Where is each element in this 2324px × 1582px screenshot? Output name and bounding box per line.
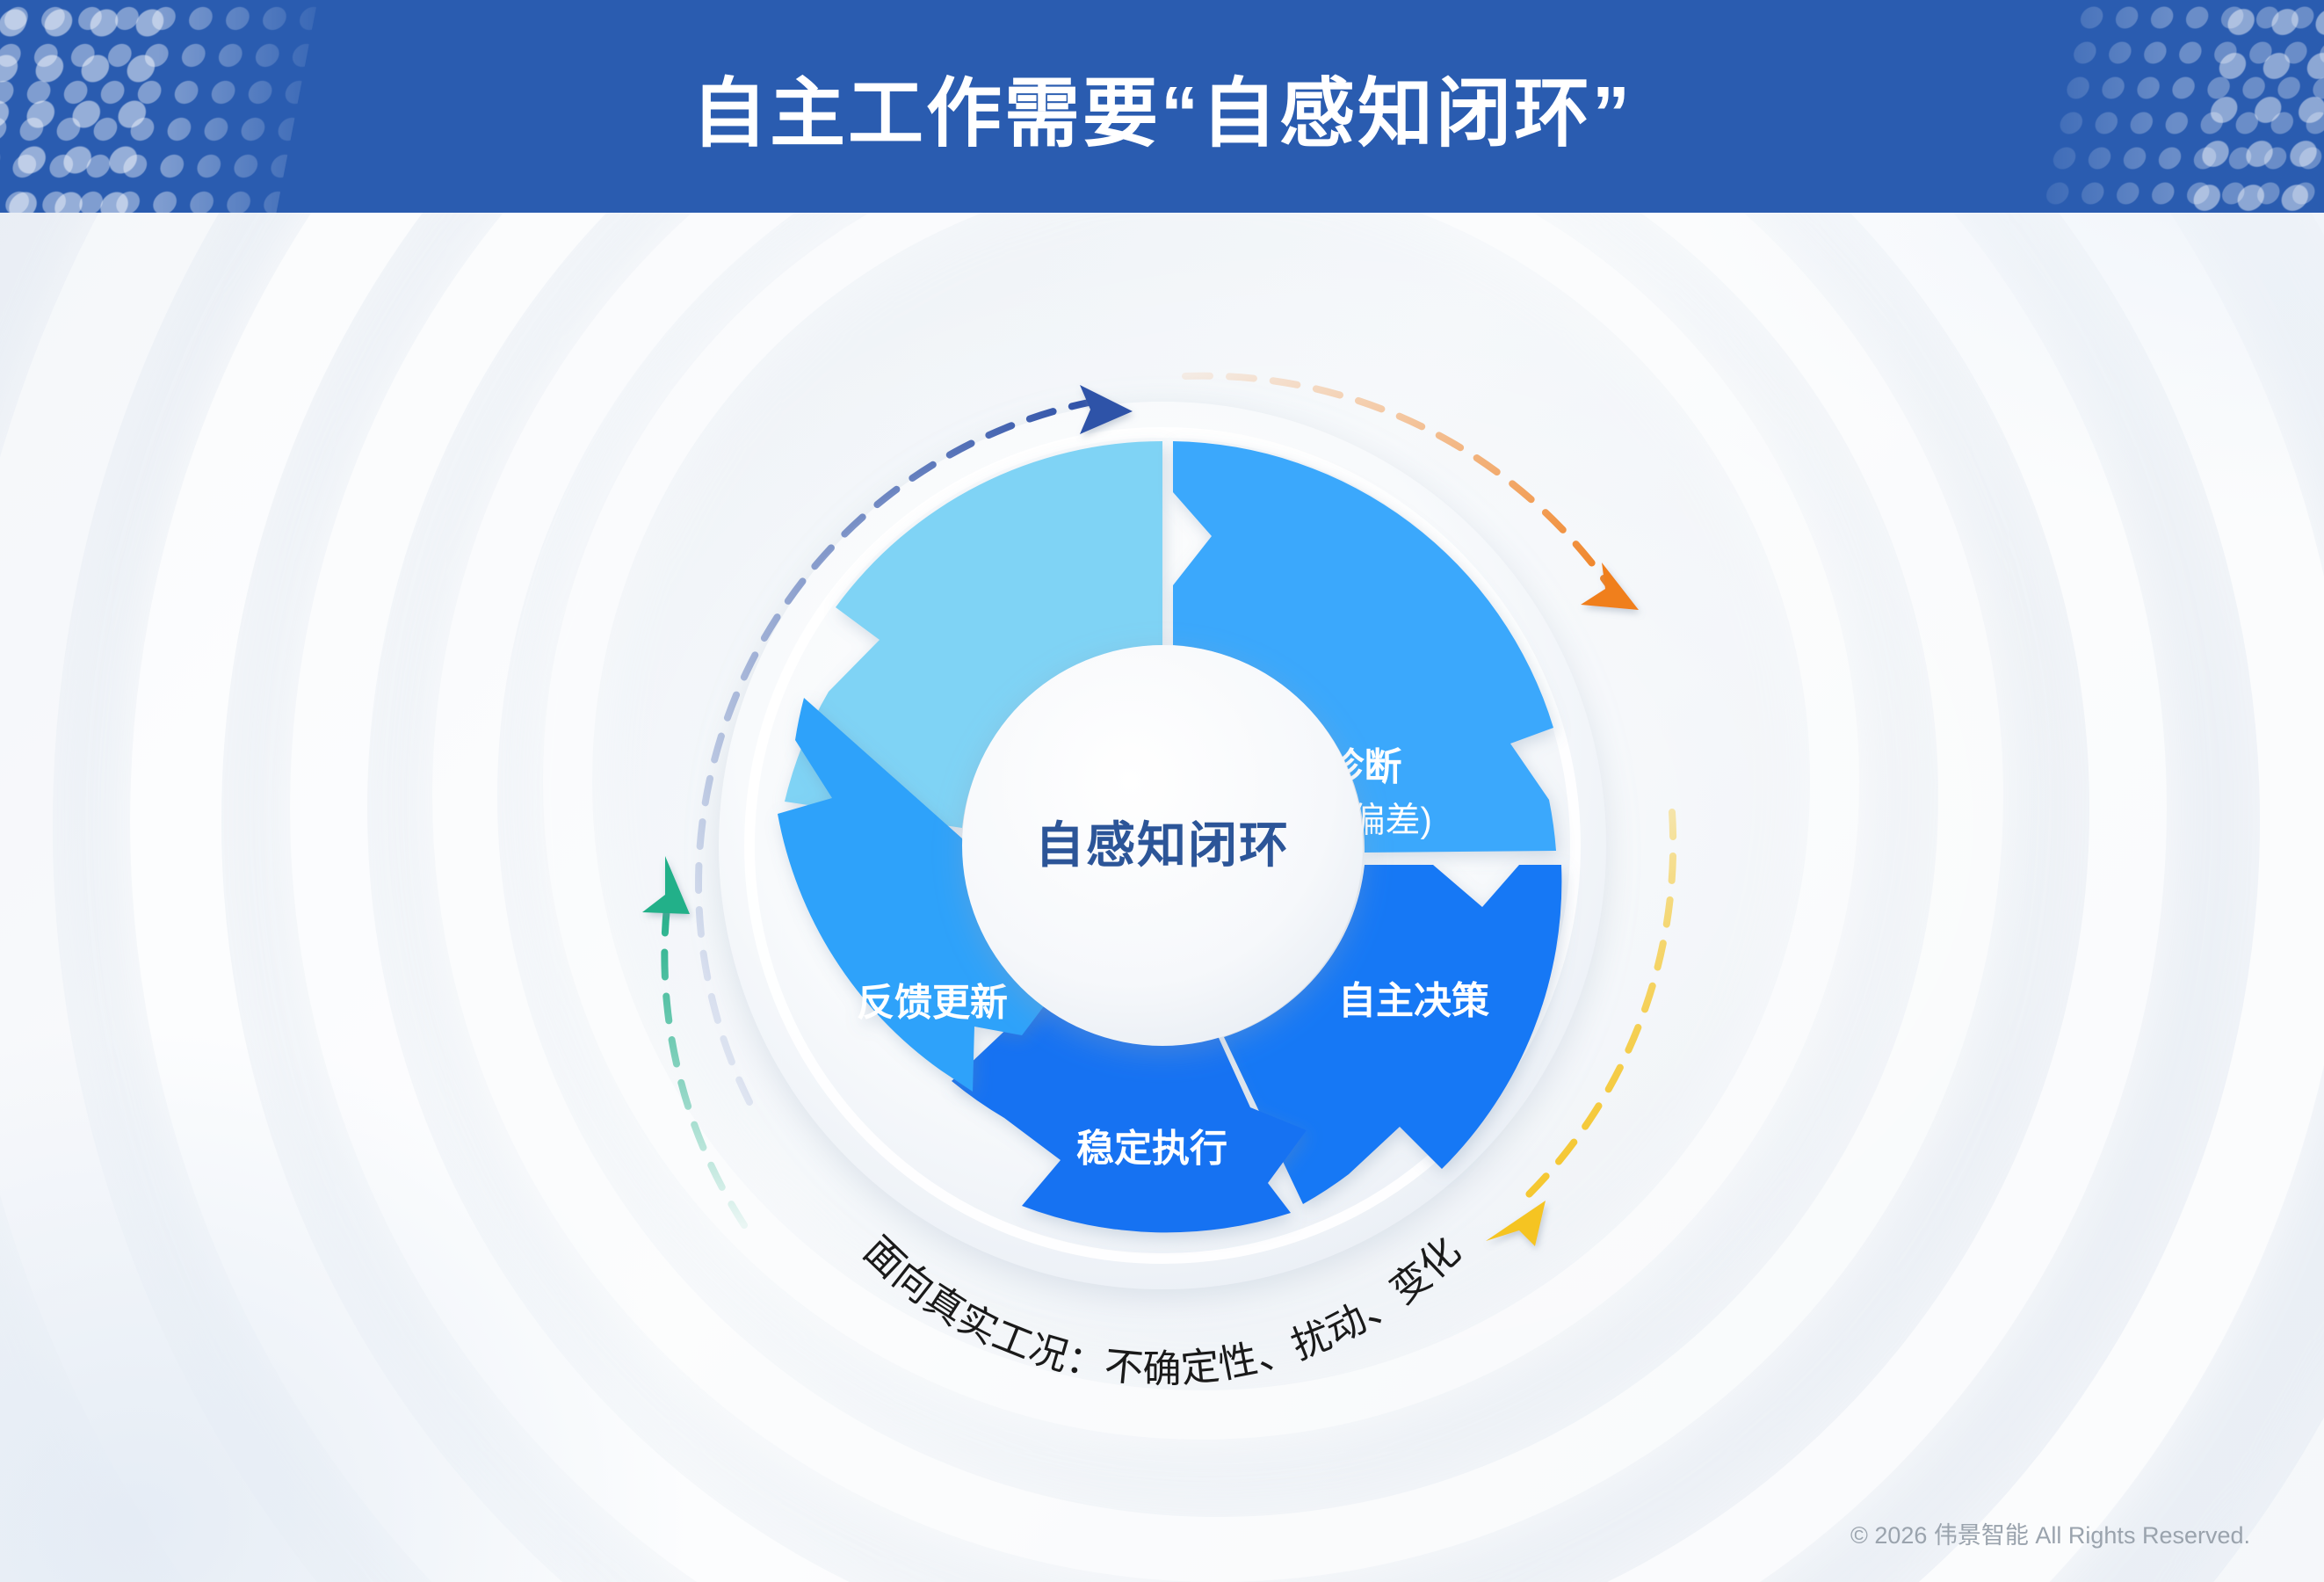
flow-arrow-left-head <box>641 856 690 914</box>
wheel-hub-label: 自感知闭环 <box>1035 817 1290 873</box>
segment-self-diagnosis-shape <box>1172 441 1556 853</box>
flow-arrow-left-path <box>660 903 748 1229</box>
segment-stable-execution[interactable]: 稳定执行 <box>951 962 1307 1233</box>
segment-stable-execution-shape <box>951 962 1307 1233</box>
segment-autonomous-decision-title: 自主决策 <box>1338 980 1489 1022</box>
halftone-fade-right <box>1990 0 2324 213</box>
segment-stable-execution-title: 稳定执行 <box>1076 1128 1227 1170</box>
segment-self-perception-shape <box>784 440 1162 828</box>
wheel-plate-inner-edge <box>743 427 1581 1264</box>
halftone-fade-left <box>0 0 351 213</box>
flow-arrow-top-left-head <box>1079 385 1133 434</box>
segment-feedback-update-shape <box>777 698 1071 1092</box>
page-title: 自主工作需要“自感知闭环” <box>691 71 1633 156</box>
flow-arrow-top-right-path <box>1181 372 1616 594</box>
wheel-hub <box>961 645 1363 1046</box>
segment-autonomous-decision-shape <box>1223 865 1561 1204</box>
footer-copyright: © 2026 伟景智能 All Rights Reserved. <box>1850 1522 2250 1549</box>
flow-arrow-top-right <box>1181 372 1639 610</box>
flow-arrow-top-left-path <box>694 399 1092 1106</box>
cycle-diagram: 自感知 (状态/环境) 自诊断 (问题/偏差) 自主决策 稳定执行 <box>0 213 2324 1582</box>
segment-autonomous-decision[interactable]: 自主决策 <box>1223 865 1561 1204</box>
flow-arrow-left <box>641 856 748 1229</box>
flow-arrow-right <box>1485 809 1676 1246</box>
segment-feedback-update[interactable]: 反馈更新 <box>777 698 1071 1092</box>
flow-arrow-right-path <box>1520 809 1676 1202</box>
flow-arrow-right-head <box>1485 1201 1546 1246</box>
segment-feedback-update-title: 反馈更新 <box>857 982 1008 1024</box>
flow-arrow-top-right-head <box>1580 562 1639 610</box>
header-banner: 自主工作需要“自感知闭环” <box>0 0 2324 213</box>
flow-arrow-top-left <box>694 385 1133 1106</box>
cycle-wheel: 自感知 (状态/环境) 自诊断 (问题/偏差) 自主决策 稳定执行 <box>641 372 1676 1391</box>
